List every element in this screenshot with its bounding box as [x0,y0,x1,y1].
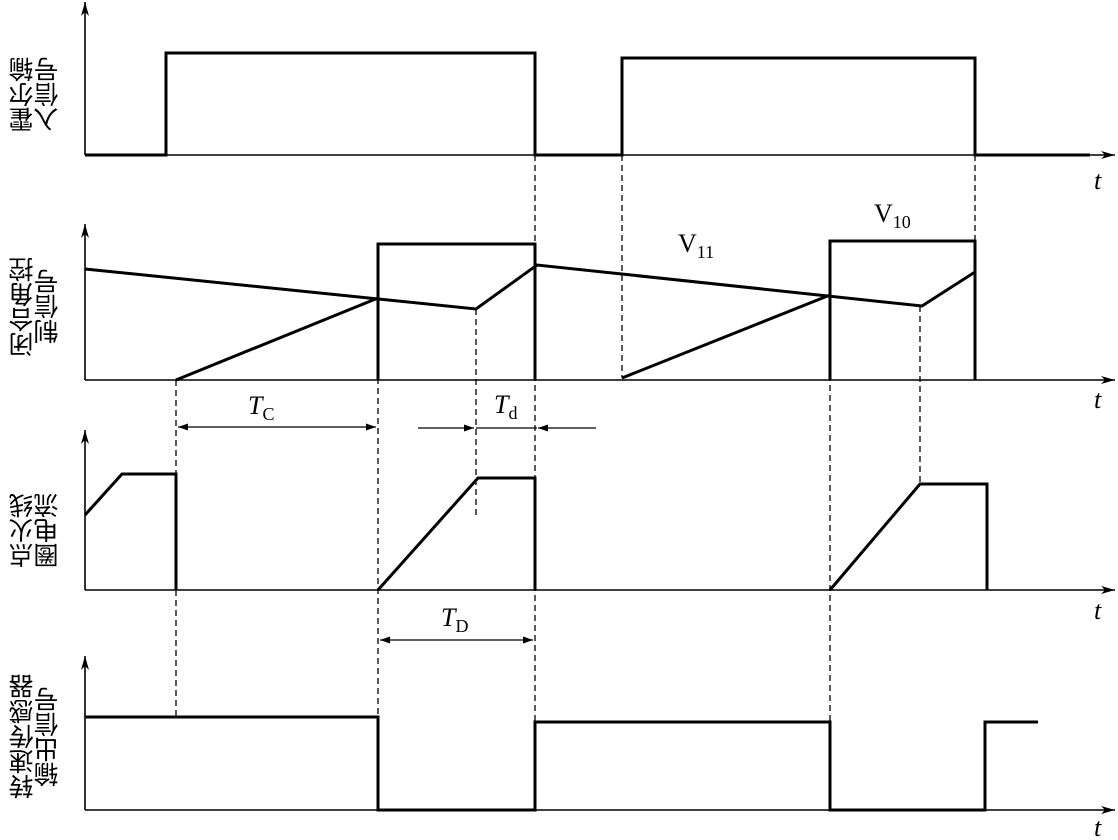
tD-label: TD [441,603,468,636]
v10-pulse-2 [828,239,977,380]
coil-current-pulse-0 [83,472,178,590]
dashed-guides [175,155,976,722]
dimension-annotations: TC Td TD [178,390,596,644]
dwell-ylabel: 闭合角控 制信号 [8,238,70,376]
coil-ylabel-line2: 圈电流 [33,493,62,569]
ramp-2 [621,293,831,380]
coil-ylabel: 点火线 圈电流 [8,476,70,586]
dwell-panel: t V11 V10 [81,199,1115,414]
v11-label: V11 [678,229,714,262]
hall-ylabel: 霍尔输 入信号 [8,40,70,150]
v11-reference-voltage [84,263,976,311]
hall-panel: t [81,2,1115,195]
coil-current-pulse-1 [376,476,537,591]
hall-ylabel-line2: 入信号 [33,57,62,133]
coil-axis-label: t [1094,596,1102,625]
speed-ylabel-line2: 输出信号 [33,687,62,787]
hall-signal-waveform [85,51,1090,157]
speed-sensor-waveform [85,715,1038,812]
dwell-ylabel-line2: 制信号 [33,269,62,345]
coil-current-pulse-2 [828,482,989,591]
coil-panel: t [81,430,1115,625]
td-small-label: Td [494,390,517,423]
tc-label: TC [248,391,274,424]
v10-pulse-1 [376,242,537,380]
hall-axis-label: t [1094,166,1102,195]
speed-axis-label: t [1094,813,1102,840]
v10-label: V10 [874,199,911,232]
speed-ylabel: 转速传感器 输出信号 [8,668,70,806]
dwell-axis-label: t [1094,385,1102,414]
speed-panel: t [81,656,1115,840]
ramp-1 [175,296,379,382]
